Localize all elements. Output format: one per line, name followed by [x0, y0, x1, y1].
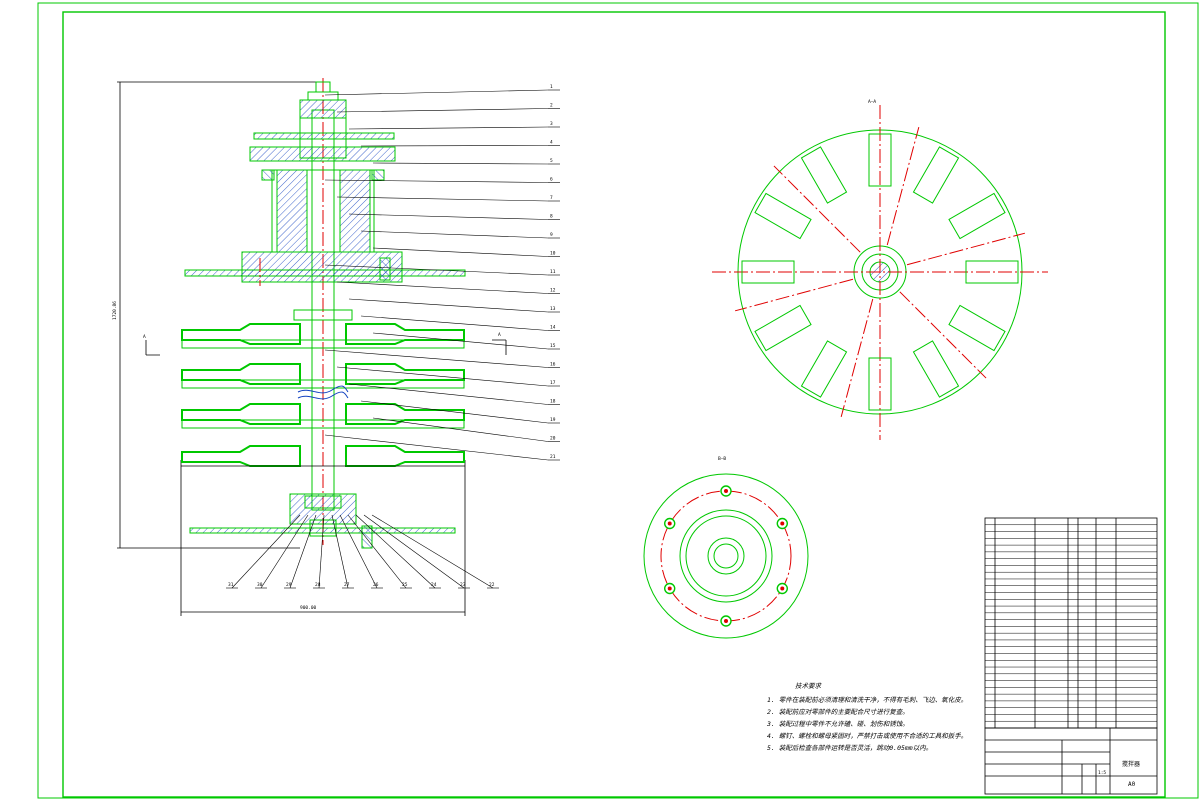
blade-slot — [754, 192, 812, 240]
balloon-23: 23 — [460, 582, 466, 588]
balloon-18: 18 — [550, 399, 556, 405]
height-dimension: 1720.86 — [112, 301, 118, 320]
title-block: 搅拌器 A0 1:5 — [984, 727, 1158, 795]
drawing-name: 搅拌器 — [1122, 760, 1140, 768]
balloon-8: 8 — [550, 214, 553, 220]
balloon-29: 29 — [286, 582, 292, 588]
section-b-label: B—B — [718, 456, 726, 462]
blade-slot — [868, 133, 892, 187]
section-b-view: B—B — [643, 456, 809, 639]
note-line-4: 4. 螺钉、螺栓和螺母紧固时，严禁打击或使用不合适的工具和扳手。 — [767, 732, 967, 740]
balloon-10: 10 — [550, 251, 556, 257]
balloon-13: 13 — [550, 306, 556, 312]
balloon-1: 1 — [550, 84, 553, 90]
balloon-11: 11 — [550, 269, 556, 275]
blade-slot — [800, 340, 848, 398]
balloon-17: 17 — [550, 380, 556, 386]
balloon-24: 24 — [431, 582, 437, 588]
balloon-21: 21 — [550, 454, 556, 460]
balloon-2: 2 — [550, 103, 553, 109]
balloon-28: 28 — [315, 582, 321, 588]
note-line-5: 5. 装配后检查各部件运转是否灵活，跳动0.05mm以内。 — [767, 744, 932, 752]
balloon-12: 12 — [550, 288, 556, 294]
impeller-tier-1 — [181, 323, 465, 349]
balloon-6: 6 — [550, 177, 553, 183]
blade-slot — [868, 357, 892, 411]
parts-list — [984, 517, 1158, 729]
balloon-7: 7 — [550, 195, 553, 201]
blade-slot — [741, 260, 795, 284]
balloon-16: 16 — [550, 362, 556, 368]
blade-slot — [912, 146, 960, 204]
balloon-31: 31 — [228, 582, 234, 588]
blade-slot — [965, 260, 1019, 284]
balloon-9: 9 — [550, 232, 553, 238]
balloon-20: 20 — [550, 436, 556, 442]
outer-border — [37, 2, 1199, 799]
balloon-5: 5 — [550, 158, 553, 164]
note-line-1: 1. 零件在装配前必须清理和清洗干净，不得有毛刺、飞边、氧化皮。 — [767, 696, 967, 704]
scale: 1:5 — [1098, 770, 1106, 776]
balloon-26: 26 — [373, 582, 379, 588]
blade-slot — [948, 192, 1006, 240]
balloon-15: 15 — [550, 343, 556, 349]
note-line-3: 3. 装配过程中零件不允许磕、碰、划伤和锈蚀。 — [766, 720, 909, 728]
balloon-25: 25 — [402, 582, 408, 588]
balloon-30: 30 — [257, 582, 263, 588]
balloon-3: 3 — [550, 121, 553, 127]
width-dimension: 900.00 — [300, 605, 317, 611]
balloon-14: 14 — [550, 325, 556, 331]
note-line-2: 2. 装配前应对零部件的主要配合尺寸进行复查。 — [767, 708, 909, 716]
impeller-tier-3 — [181, 403, 465, 429]
view-arrow-right: A — [498, 332, 501, 338]
flange-bolt-holes — [664, 485, 788, 627]
view-arrow-left: A — [143, 334, 146, 340]
balloon-4: 4 — [550, 140, 553, 146]
technical-notes: 技术要求 1. 零件在装配前必须清理和清洗干净，不得有毛刺、飞边、氧化皮。 2.… — [766, 682, 967, 752]
section-a-label: A—A — [868, 99, 876, 105]
notes-title: 技术要求 — [795, 682, 823, 690]
impeller-tier-2 — [181, 363, 465, 389]
sheet-size: A0 — [1128, 781, 1136, 788]
inner-border — [62, 11, 1166, 798]
blade-slot — [948, 304, 1006, 352]
impeller-blades — [734, 126, 1026, 418]
blade-slot — [800, 146, 848, 204]
main-section-view: 1720.86 900.00 — [112, 78, 560, 616]
blade-slot — [912, 340, 960, 398]
balloon-19: 19 — [550, 417, 556, 423]
blade-slot — [754, 304, 812, 352]
balloon-22: 22 — [489, 582, 495, 588]
section-a-view: A—A — [712, 99, 1048, 440]
balloon-27: 27 — [344, 582, 350, 588]
leader-lines-bottom: 31 30 29 28 27 26 25 24 23 22 — [226, 514, 499, 589]
